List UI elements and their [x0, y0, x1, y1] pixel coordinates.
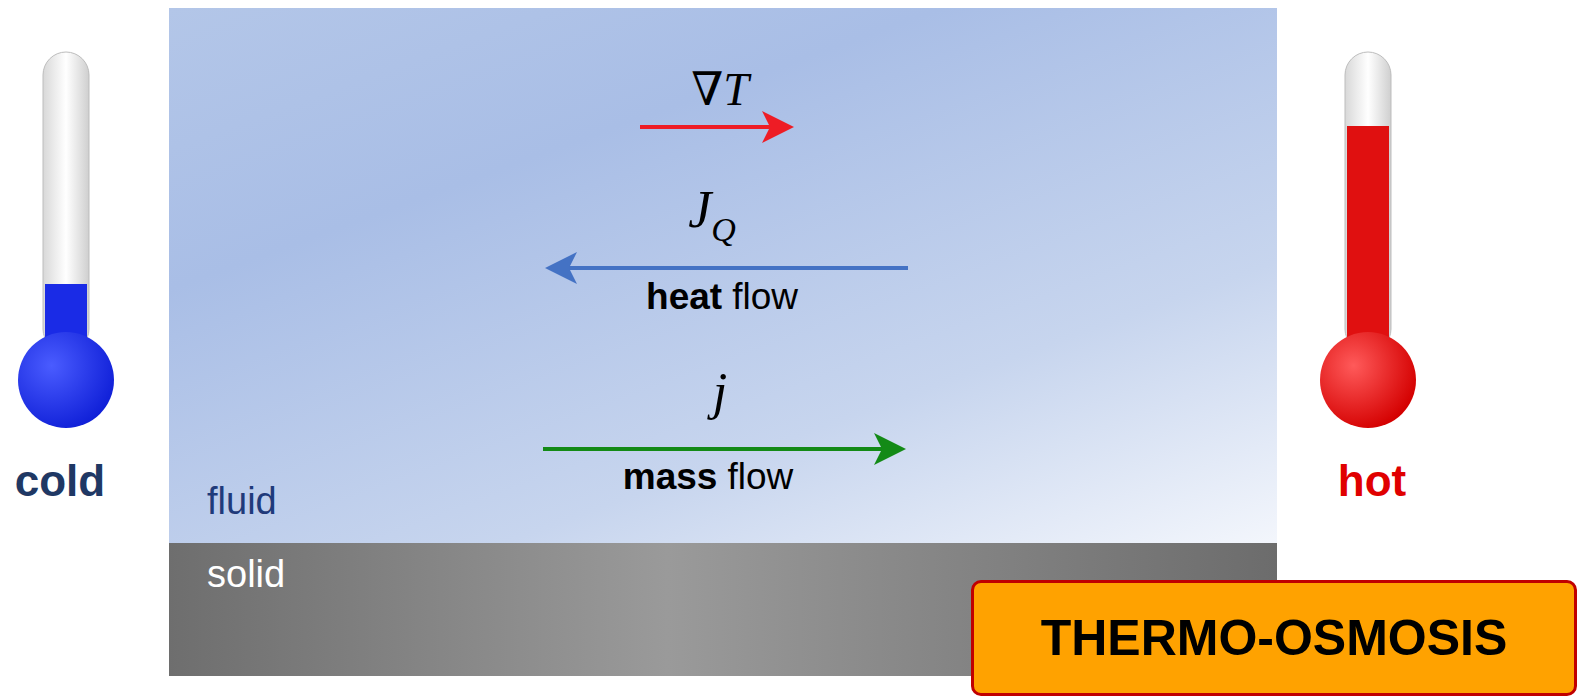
label-group: heatflow	[646, 276, 798, 318]
flow-label: flow	[727, 456, 793, 498]
region-label: solid	[207, 553, 285, 596]
cold-thermometer	[18, 52, 114, 428]
symbol-label: ∇T	[691, 62, 749, 116]
temperature-label: cold	[15, 456, 105, 506]
gradient-arrow	[640, 125, 786, 129]
temperature-label: hot	[1338, 456, 1406, 506]
mass-arrow	[543, 447, 898, 451]
flow-label: heat	[646, 276, 722, 318]
flow-label: flow	[732, 276, 798, 318]
label-group: j	[713, 362, 727, 421]
subscript-label: Q	[711, 211, 736, 249]
label-group: hot	[1338, 456, 1406, 506]
region-label: THERMO-OSMOSIS	[1041, 609, 1508, 667]
symbol-label: j	[713, 362, 727, 421]
hot-thermometer	[1320, 52, 1416, 428]
label-group: JQ	[688, 180, 736, 239]
label-group: ∇T	[691, 62, 749, 116]
symbol-label: J	[688, 180, 711, 239]
heat-arrow	[553, 266, 908, 270]
region-label: fluid	[207, 480, 277, 523]
label-group: massflow	[623, 456, 793, 498]
flow-label: mass	[623, 456, 718, 498]
title-box: THERMO-OSMOSIS	[971, 580, 1577, 696]
label-group: cold	[15, 456, 105, 506]
